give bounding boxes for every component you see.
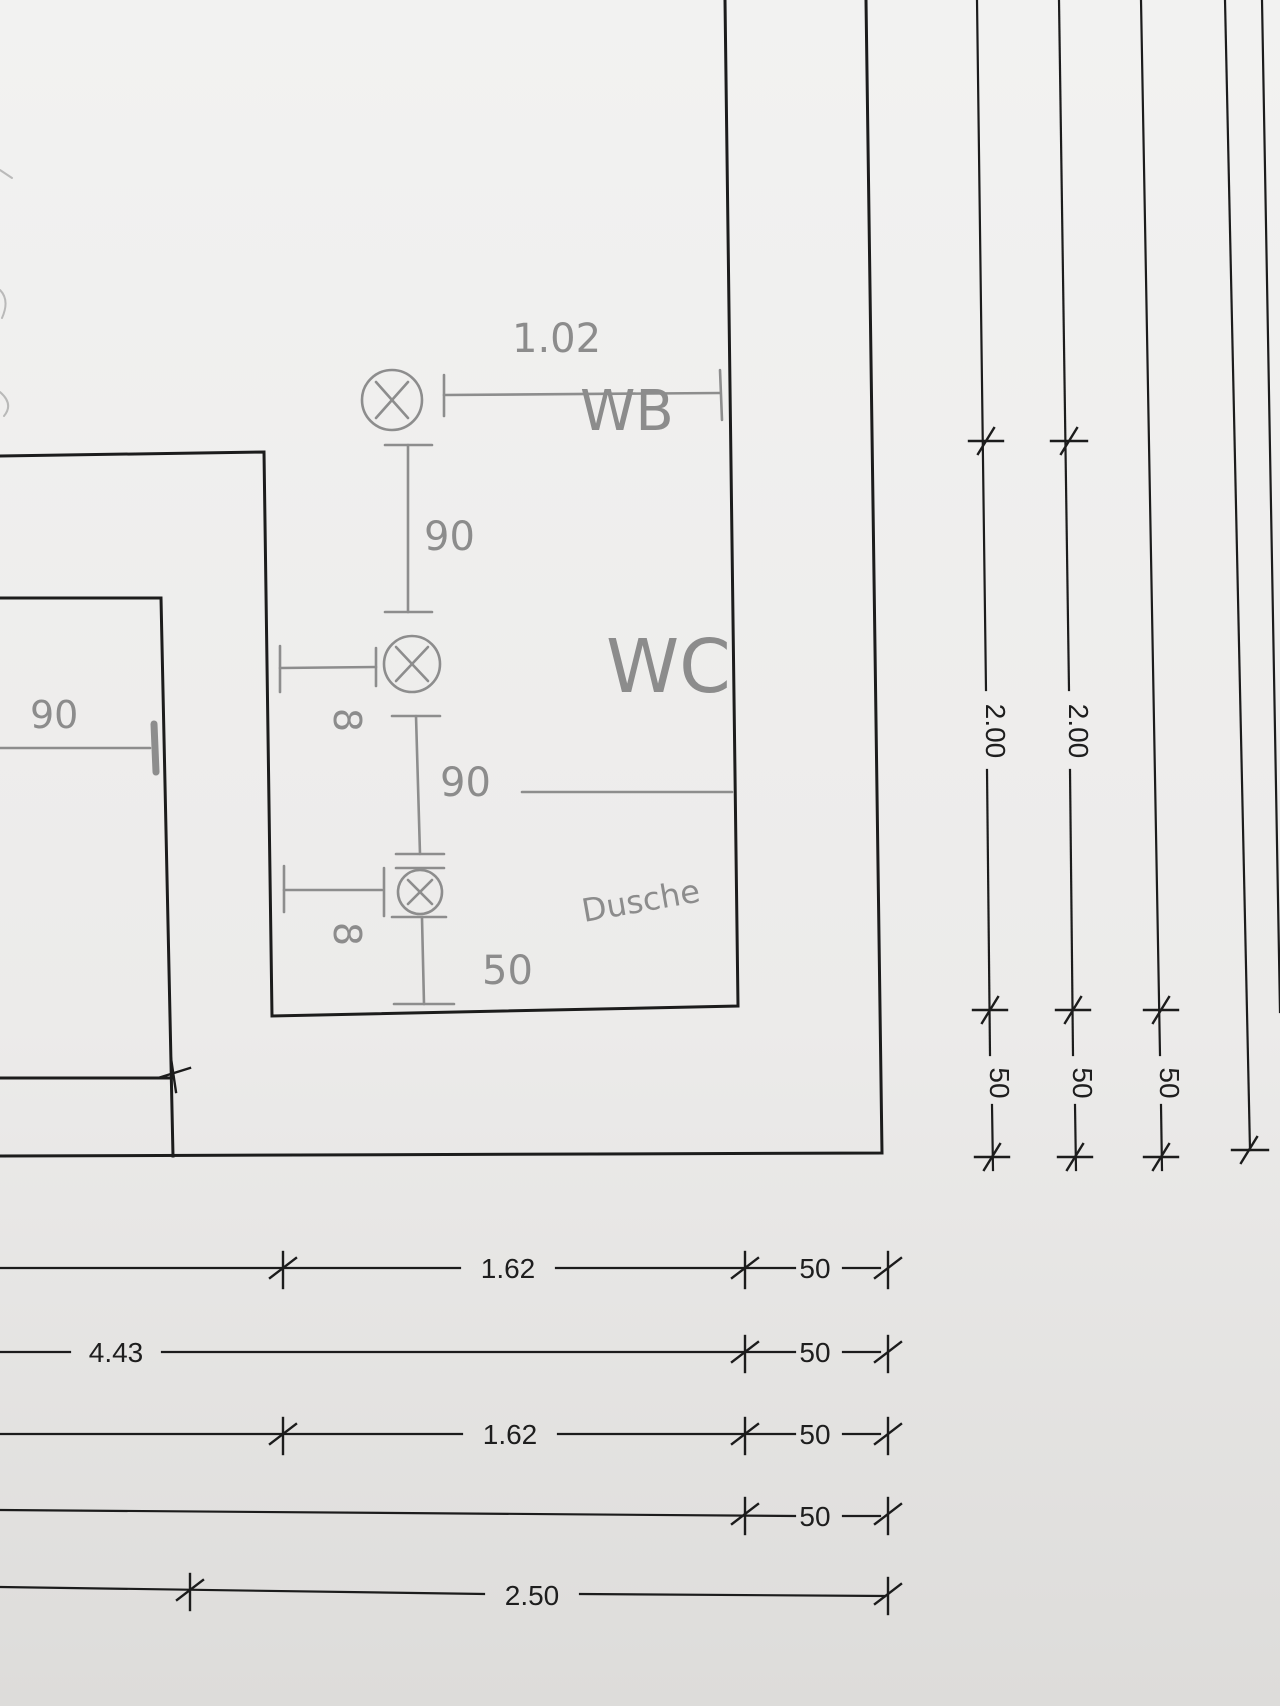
vdim2-line-bottom xyxy=(1068,768,1075,1057)
tick xyxy=(873,1576,903,1616)
tick xyxy=(1230,1135,1270,1165)
vertical-dimension-labels: 2.00 50 2.00 50 50 xyxy=(980,704,1185,1099)
tick xyxy=(873,1416,903,1456)
light-fixture-top xyxy=(360,368,424,432)
vdim1-main-label: 2.00 xyxy=(980,704,1011,759)
tick xyxy=(967,426,1005,456)
vdim2-line-top xyxy=(1057,0,1071,692)
vdim1-line-top xyxy=(975,0,988,692)
vdim3-end-label: 50 xyxy=(1154,1067,1185,1098)
tick xyxy=(1056,1142,1094,1172)
tick xyxy=(730,1250,760,1290)
vdim3-line-main xyxy=(1139,0,1162,1057)
tick xyxy=(873,1334,903,1374)
wb-label: WB xyxy=(580,379,674,444)
wb-distance-label: 1.02 xyxy=(512,316,601,362)
vdim3-line-end xyxy=(1159,1103,1164,1172)
vdim2-end-label: 50 xyxy=(1067,1067,1098,1098)
wall-offset-1-label: 8 xyxy=(325,708,369,732)
wc-label: WC xyxy=(606,624,731,710)
tick xyxy=(873,1496,903,1536)
middle-spacing-label: 90 xyxy=(440,760,491,806)
tick xyxy=(730,1416,760,1456)
vdim1-end-label: 50 xyxy=(984,1067,1015,1098)
tick xyxy=(873,1250,903,1290)
outer-wall-inner-edge xyxy=(0,0,884,1158)
vdim1-line-end xyxy=(990,1103,995,1172)
hdim1-end-label: 50 xyxy=(799,1253,830,1284)
hdim4-end-label: 50 xyxy=(799,1501,830,1532)
upper-spacing-label: 90 xyxy=(424,514,475,560)
hdim4-line xyxy=(0,1508,797,1518)
vdim4-line xyxy=(1223,0,1252,1152)
hdim2-end-label: 50 xyxy=(799,1337,830,1368)
hdim3-main-label: 1.62 xyxy=(483,1419,538,1450)
tick xyxy=(1054,995,1092,1025)
socket-fixture-bottom xyxy=(382,866,448,919)
hdim5-main-label: 2.50 xyxy=(505,1580,560,1611)
tick xyxy=(730,1334,760,1374)
left-room-dim-bar xyxy=(150,720,160,776)
wb-dim-line xyxy=(442,391,722,397)
pencil-labels: 1.02 WB 90 WC 90 Dusche 50 8 8 90 xyxy=(30,316,731,994)
offset-1-line xyxy=(278,665,378,670)
tick xyxy=(971,995,1009,1025)
horizontal-dimension-lines xyxy=(0,1266,887,1598)
pencil-annotations xyxy=(0,368,734,1006)
dimension-ticks xyxy=(156,426,1270,1616)
hdim3-end-label: 50 xyxy=(799,1419,830,1450)
hdim1-main-label: 1.62 xyxy=(481,1253,536,1284)
hdim5-line-right xyxy=(578,1592,887,1598)
edge-marks xyxy=(0,169,13,417)
tick xyxy=(175,1572,205,1612)
tick xyxy=(1142,995,1180,1025)
left-room-width-label: 90 xyxy=(30,693,78,737)
vdim2-line-end xyxy=(1073,1103,1078,1172)
tick xyxy=(1049,426,1089,456)
vdim5-line xyxy=(1260,0,1280,1014)
vdim1-line-bottom xyxy=(985,768,992,1057)
hdim5-line-left xyxy=(0,1585,486,1596)
spacing-bottom-line xyxy=(420,916,426,1006)
wall-offset-2-label: 8 xyxy=(325,922,369,946)
left-room-wall xyxy=(0,596,175,1158)
walls xyxy=(0,0,884,1158)
bathroom-inner-wall xyxy=(0,0,740,1018)
tick xyxy=(268,1250,298,1290)
tick xyxy=(1142,1142,1180,1172)
tick xyxy=(973,1142,1011,1172)
tick xyxy=(268,1416,298,1456)
tick xyxy=(156,1056,192,1094)
tick xyxy=(730,1496,760,1536)
spacing-middle-line xyxy=(414,714,422,856)
bottom-spacing-label: 50 xyxy=(482,948,533,994)
hdim2-main-label: 4.43 xyxy=(89,1337,144,1368)
vertical-dimension-lines xyxy=(975,0,1280,1172)
horizontal-dimension-labels: 1.62 50 4.43 50 1.62 50 50 2.50 xyxy=(89,1253,831,1611)
wb-dim-end-bar xyxy=(718,368,724,422)
vdim2-main-label: 2.00 xyxy=(1063,704,1094,759)
